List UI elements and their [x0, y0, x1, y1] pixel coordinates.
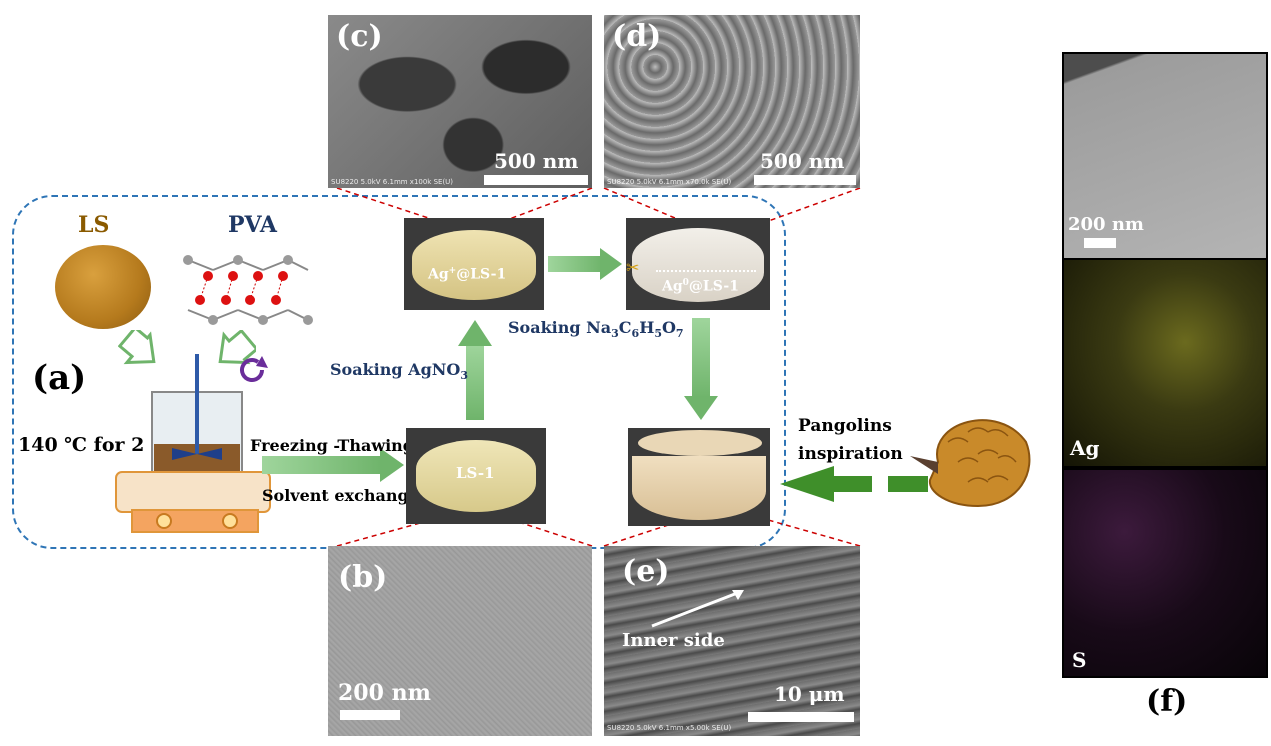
ag-zero-rest: @LS-1 — [688, 278, 739, 295]
shell-lid — [638, 430, 762, 456]
eds-map-ag: Ag — [1064, 260, 1266, 466]
scale-label-f: 200 nm — [1068, 214, 1144, 235]
scale-label-b: 200 nm — [338, 680, 431, 706]
panel-label-b: (b) — [338, 560, 388, 595]
sem-image-c: (c) 500 nm SU8220 5.0kV 6.1mm x100k SE(U… — [328, 15, 592, 188]
panel-label-d: (d) — [612, 19, 662, 54]
inspiration-line1: Pangolins — [798, 416, 892, 436]
panel-label-f: (f) — [1146, 684, 1188, 719]
ag-plus-rest: @LS-1 — [456, 266, 507, 283]
beaker-stirrer — [115, 354, 271, 533]
arrow-head-ls1 — [380, 448, 404, 482]
arrow-pangolin-dashes — [832, 476, 932, 492]
arrow-up — [466, 344, 484, 420]
cut-line — [656, 270, 756, 274]
label-ls1: LS-1 — [456, 464, 495, 482]
hydrogel-disc-ag-plus — [412, 230, 536, 300]
soak-ag-sub: 3 — [460, 369, 468, 383]
photo-open-shell — [628, 428, 770, 526]
scale-bar-d — [754, 175, 856, 185]
scale-bar-b — [340, 710, 400, 720]
scale-label-c: 500 nm — [494, 149, 579, 173]
scale-bar-e — [748, 712, 854, 722]
arrow-head-left — [780, 466, 834, 502]
ls-powder — [55, 245, 151, 329]
pva-molecule — [183, 255, 313, 325]
hydrogel-disc-ls1 — [416, 440, 536, 512]
soak-na-sub2: 6 — [631, 327, 640, 341]
soak-na-h: H — [639, 318, 655, 337]
hydrogel-disc-ag-zero — [632, 228, 764, 302]
step-soak-citrate: Soaking Na3C6H5O7 — [508, 318, 684, 340]
scale-label-d: 500 nm — [760, 149, 845, 173]
label-ag-plus: Ag+@LS-1 — [428, 266, 506, 283]
annotation-arrow — [651, 590, 744, 628]
step-soak-agno3: Soaking AgNO3 — [330, 360, 468, 382]
arrow-to-ls1 — [262, 456, 382, 474]
sem-image-e: (e) Inner side 10 μm SU8220 5.0kV 6.1mm … — [604, 546, 860, 736]
sem-image-d: (d) 500 nm SU8220 5.0kV 6.1mm x70.0k SE(… — [604, 15, 860, 188]
ag-plus-text: Ag — [428, 266, 449, 283]
hollow-arrow-right — [218, 330, 256, 365]
ag-plus-sup: + — [448, 266, 457, 276]
panel-label-a: (a) — [32, 358, 87, 398]
hollow-arrow-left — [118, 330, 156, 365]
eds-map-s: S — [1064, 470, 1266, 676]
soak-na-c: C — [618, 318, 632, 337]
step-solvent-exchange: Solvent exchange — [262, 486, 419, 505]
pva-label: PVA — [228, 212, 277, 238]
ag-zero-text: Ag — [662, 278, 683, 295]
arrow-down — [692, 318, 710, 398]
arrow-head-up — [458, 320, 492, 346]
inspiration-line2: inspiration — [798, 444, 903, 464]
soak-na-sub3: 5 — [654, 327, 662, 341]
heating-condition: 140 ℃ for 2 h — [18, 434, 165, 456]
meta-e: SU8220 5.0kV 6.1mm x5.00k SE(U) — [607, 724, 732, 732]
panel-label-c: (c) — [336, 19, 383, 54]
annotation-inner-side: Inner side — [622, 630, 725, 651]
meta-c: SU8220 5.0kV 6.1mm x100k SE(U) — [331, 178, 454, 186]
soak-ag-text: Soaking AgNO — [330, 360, 461, 379]
photo-ls1: LS-1 — [406, 428, 546, 524]
pangolin-illustration — [910, 419, 1031, 508]
ag-zero-sup: 0 — [682, 278, 689, 288]
soak-na-sub1: 3 — [611, 327, 619, 341]
soak-na-sub4: 7 — [675, 327, 684, 341]
arrow-head-right — [600, 248, 622, 280]
label-ag-zero: Ag0@LS-1 — [662, 278, 739, 295]
soak-na-o: O — [661, 318, 676, 337]
scale-bar-f — [1084, 238, 1116, 248]
meta-d: SU8220 5.0kV 6.1mm x70.0k SE(U) — [607, 178, 732, 186]
tem-image-b: (b) 200 nm — [328, 546, 592, 736]
panel-f: 200 nm Ag S — [1062, 52, 1268, 678]
photo-ag-plus: Ag+@LS-1 — [404, 218, 544, 310]
scale-label-e: 10 μm — [774, 682, 845, 706]
step-freeze-thaw: Freezing -Thawing — [250, 436, 414, 455]
shell-base — [632, 456, 766, 520]
map-label-s: S — [1072, 648, 1087, 672]
scissors-icon: ✂ — [626, 258, 640, 277]
ls-label: LS — [78, 212, 110, 238]
tem-image-f: 200 nm — [1064, 54, 1266, 258]
arrow-head-down — [684, 396, 718, 420]
panel-label-e: (e) — [622, 554, 670, 589]
arrow-right — [548, 256, 602, 272]
scale-bar-c — [484, 175, 588, 185]
photo-ag-zero: ✂ Ag0@LS-1 — [626, 218, 770, 310]
map-label-ag: Ag — [1070, 436, 1100, 460]
soak-na-text: Soaking Na — [508, 318, 612, 337]
